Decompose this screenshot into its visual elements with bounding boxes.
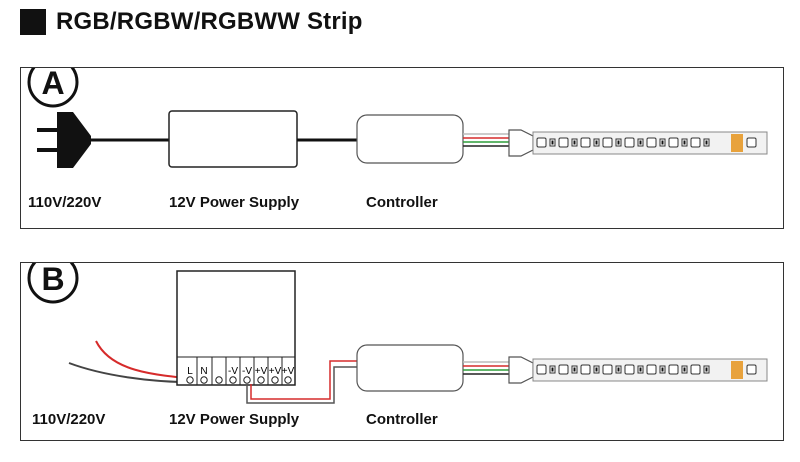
- led-chip: [646, 364, 666, 375]
- label-mains-a: 110V/220V: [28, 194, 102, 211]
- led-chip: [536, 137, 556, 148]
- led-chip: [558, 364, 578, 375]
- panel-b-diagram: B L N -V -V +V +V +V: [27, 263, 768, 404]
- terminal-labels: L N -V -V +V +V +V: [187, 366, 294, 377]
- label-controller-b: Controller: [366, 411, 438, 428]
- led-strip: [532, 358, 768, 382]
- led-strip: [532, 131, 768, 155]
- label-mains-b: 110V/220V: [32, 411, 106, 428]
- cut-pads: [731, 361, 743, 379]
- terminal-label-v-neg-2: -V: [242, 366, 252, 377]
- led-chip: [646, 137, 666, 148]
- led-chip: [746, 364, 757, 375]
- page-title: RGB/RGBW/RGBWW Strip: [56, 8, 363, 35]
- power-supply-box: [168, 110, 298, 168]
- led-chip: [690, 137, 710, 148]
- strip-connector: [508, 356, 534, 384]
- led-chip: [746, 137, 757, 148]
- led-chip: [602, 137, 622, 148]
- panel-a: A: [20, 67, 784, 229]
- led-chip: [624, 364, 644, 375]
- led-chip: [536, 364, 556, 375]
- led-chip: [580, 137, 600, 148]
- controller-output-wires: [463, 361, 509, 375]
- terminal-label-v-pos-2: +V: [269, 366, 282, 377]
- label-psu-a: 12V Power Supply: [169, 194, 300, 211]
- badge-a-letter: A: [41, 68, 64, 101]
- panel-b: B L N -V -V +V +V +V: [20, 262, 784, 441]
- terminal-label-v-pos-1: +V: [255, 366, 268, 377]
- terminal-label-v-neg-1: -V: [228, 366, 238, 377]
- led-chip: [668, 137, 688, 148]
- controller-box: [356, 114, 464, 164]
- mains-plug-icon: [37, 112, 91, 168]
- terminal-label-l: L: [187, 366, 193, 377]
- led-chip: [558, 137, 578, 148]
- badge-b-icon: B: [27, 263, 79, 304]
- led-chip: [668, 364, 688, 375]
- label-controller-a: Controller: [366, 194, 438, 211]
- led-chip: [580, 364, 600, 375]
- led-chip: [690, 364, 710, 375]
- badge-a-icon: A: [27, 68, 79, 108]
- strip-connector: [508, 129, 534, 157]
- terminal-screws: [186, 376, 292, 384]
- label-psu-b: 12V Power Supply: [169, 411, 300, 428]
- led-chip: [602, 364, 622, 375]
- badge-b-letter: B: [41, 263, 64, 297]
- panel-a-diagram: A: [27, 68, 768, 168]
- title-square-icon: [20, 9, 46, 35]
- controller-box: [356, 344, 464, 392]
- terminal-label-n: N: [200, 366, 207, 377]
- terminal-label-v-pos-3: +V: [282, 366, 295, 377]
- led-chip: [624, 137, 644, 148]
- cut-pads: [731, 134, 743, 152]
- terminal-block: [196, 357, 283, 385]
- dc-wires: [246, 360, 357, 404]
- controller-output-wires: [463, 133, 509, 147]
